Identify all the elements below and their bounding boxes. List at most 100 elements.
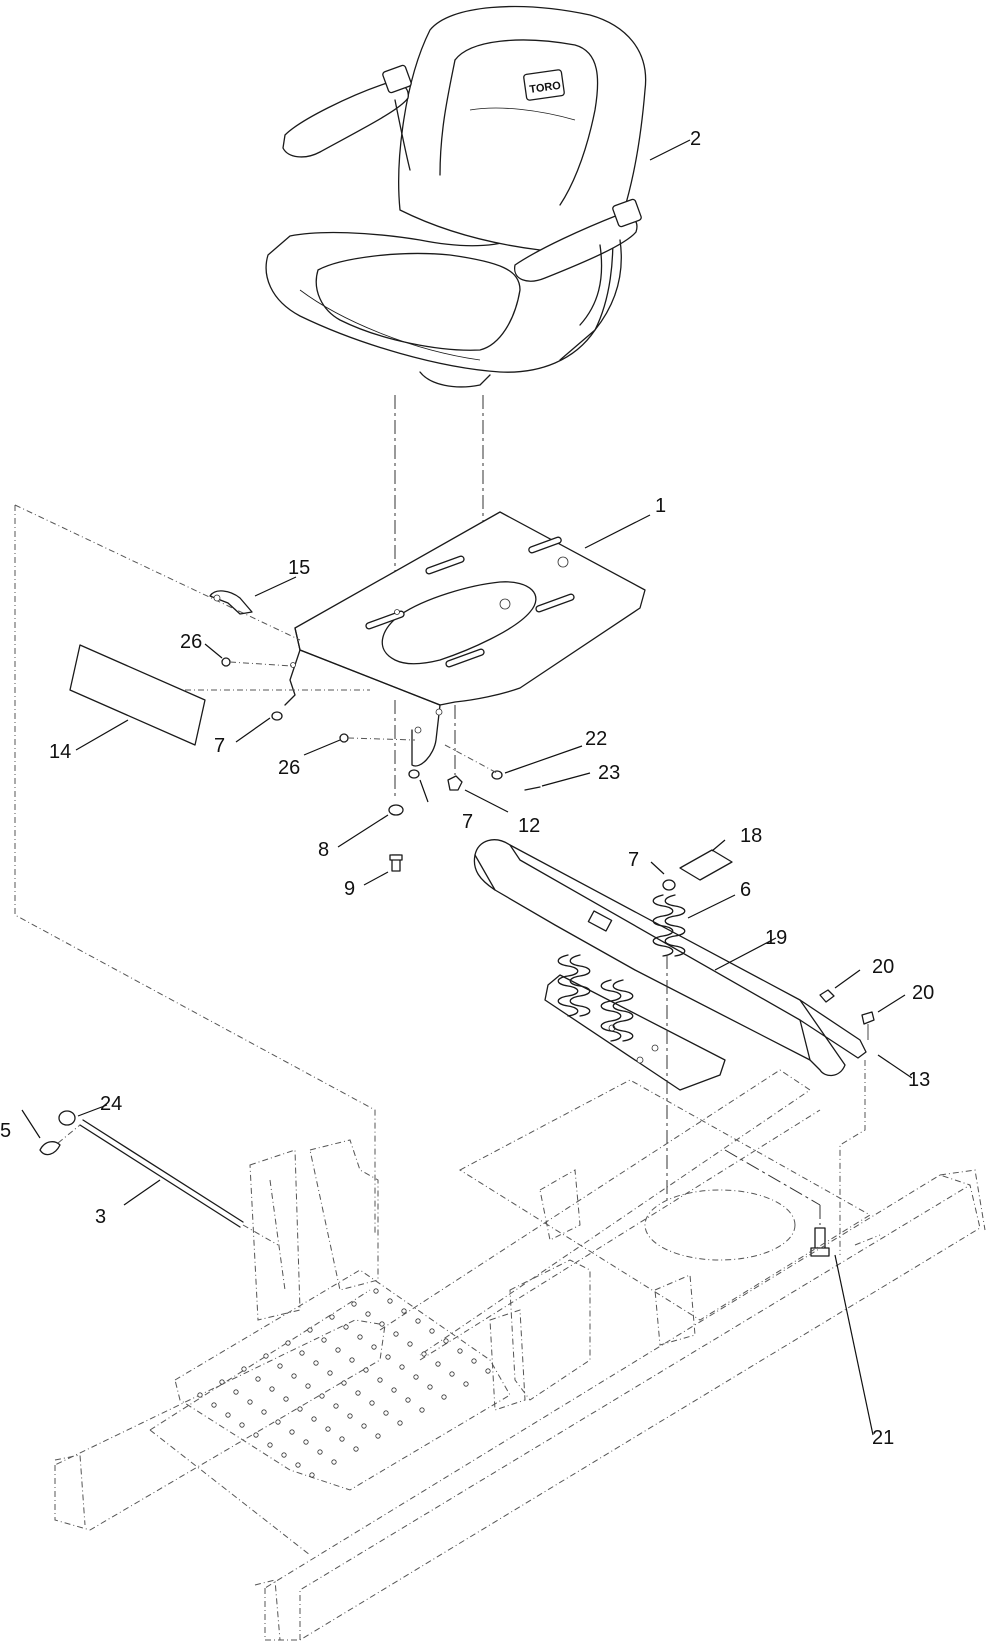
perforation-hole [383,1410,389,1416]
perforation-hole [421,1351,427,1357]
callout-24: 24 [100,1093,122,1115]
perforation-hole [253,1432,259,1438]
perforation-hole [393,1331,399,1337]
floor-perforations [197,1288,491,1478]
hardware [221,657,541,872]
perforation-hole [263,1353,269,1359]
perforation-hole [457,1348,463,1354]
perforation-hole [255,1376,261,1382]
perforation-hole [361,1423,367,1429]
callout-1: 1 [655,495,666,517]
callout-5: 5 [0,1120,11,1142]
perforation-hole [485,1368,491,1374]
perforation-hole [413,1374,419,1380]
perforation-hole [405,1397,411,1403]
perforation-hole [351,1301,357,1307]
decal [69,644,206,746]
bolts [819,989,875,1040]
callout-26-lower: 26 [278,757,300,779]
perforation-hole [443,1338,449,1344]
perforation-hole [441,1394,447,1400]
seat-brand-badge: TORO [529,80,562,96]
perforation-hole [325,1426,331,1432]
perforation-hole [471,1358,477,1364]
seat-rod [39,1110,279,1246]
seat-plate [284,511,646,767]
perforation-hole [347,1413,353,1419]
callout-8: 8 [318,839,329,861]
perforation-hole [401,1308,407,1314]
callout-13: 13 [908,1069,930,1091]
perforation-hole [427,1384,433,1390]
springs [557,879,686,1042]
seat-stop [209,590,253,615]
perforation-hole [247,1399,253,1405]
perforation-hole [305,1383,311,1389]
bolt [810,1227,830,1257]
callout-23: 23 [598,762,620,784]
seat: TORO [265,5,647,388]
perforation-hole [365,1311,371,1317]
perforation-hole [355,1390,361,1396]
perforation-hole [449,1371,455,1377]
perforation-hole [267,1442,273,1448]
perforation-hole [295,1462,301,1468]
perforation-hole [327,1370,333,1376]
perforation-hole [463,1381,469,1387]
perforation-hole [297,1406,303,1412]
perforation-hole [283,1396,289,1402]
callout-14: 14 [49,741,71,763]
perforation-hole [197,1392,203,1398]
perforation-hole [341,1380,347,1386]
perforation-hole [225,1412,231,1418]
perforation-hole [375,1433,381,1439]
perforation-hole [331,1459,337,1465]
perforation-hole [363,1367,369,1373]
callout-labels: 1 2 3 5 6 7 7 7 8 9 12 13 14 15 18 19 20… [0,128,934,1449]
callout-15: 15 [288,557,310,579]
callout-19: 19 [765,927,787,949]
callout-21: 21 [872,1427,894,1449]
callout-3: 3 [95,1206,106,1228]
callout-2: 2 [690,128,701,150]
perforation-hole [339,1436,345,1442]
perforation-hole [391,1387,397,1393]
perforation-hole [357,1334,363,1340]
perforation-hole [407,1341,413,1347]
leader-lines [21,139,913,1436]
perforation-hole [275,1419,281,1425]
perforation-hole [269,1386,275,1392]
perforation-hole [429,1328,435,1334]
callout-7-spring: 7 [628,849,639,871]
perforation-hole [349,1357,355,1363]
perforation-hole [373,1288,379,1294]
perforation-hole [303,1439,309,1445]
decal [679,849,733,881]
callout-22: 22 [585,728,607,750]
perforation-hole [399,1364,405,1370]
perforation-hole [387,1298,393,1304]
perforation-hole [321,1337,327,1343]
callout-20-lower: 20 [912,982,934,1004]
perforation-hole [371,1344,377,1350]
perforation-hole [211,1402,217,1408]
perforation-hole [219,1379,225,1385]
perforation-hole [233,1389,239,1395]
perforation-hole [307,1327,313,1333]
perforation-hole [289,1429,295,1435]
perforation-hole [435,1361,441,1367]
perforation-hole [335,1347,341,1353]
callout-6: 6 [740,879,751,901]
perforation-hole [385,1354,391,1360]
perforation-hole [343,1324,349,1330]
callout-7-lower: 7 [462,811,473,833]
perforation-hole [333,1403,339,1409]
perforation-hole [285,1340,291,1346]
perforation-hole [377,1377,383,1383]
perforation-hole [313,1360,319,1366]
callout-20-upper: 20 [872,956,894,978]
perforation-hole [317,1449,323,1455]
callout-12: 12 [518,815,540,837]
perforation-hole [239,1422,245,1428]
